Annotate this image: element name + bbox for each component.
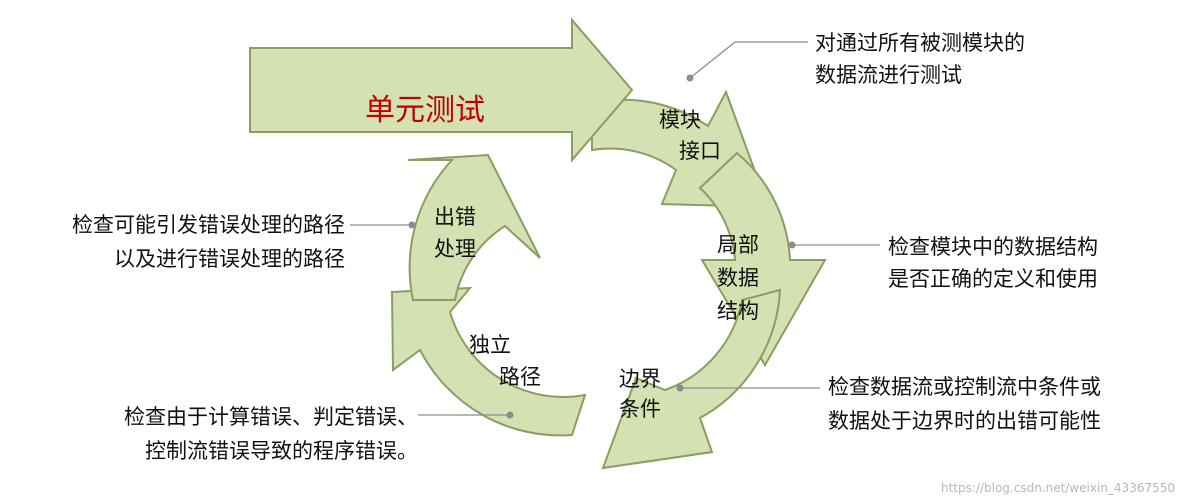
note-error-2: 以及进行错误处理的路径 [114,247,345,271]
note-module-interface-2: 数据流进行测试 [815,63,962,87]
watermark: https://blog.csdn.net/weixin_43367550 [941,481,1175,495]
note-independent-2: 控制流错误导致的程序错误。 [145,439,418,463]
leader-dot-boundary [676,384,684,392]
note-boundary-2: 数据处于边界时的出错可能性 [828,409,1101,433]
note-independent-1: 检查由于计算错误、判定错误、 [124,405,418,429]
note-error-1: 检查可能引发错误处理的路径 [72,213,345,237]
leader-dot-error [408,221,416,229]
leader-dot-independent [506,411,514,419]
unit-test-entry-arrow [249,17,634,163]
segment-labels: 模块 接口 局部 数据 结构 边界 条件 独立 路径 出错 处理 [434,108,759,421]
label-local-data-3: 结构 [717,299,759,323]
annotations: 对通过所有被测模块的 数据流进行测试 检查模块中的数据结构 是否正确的定义和使用… [72,31,1101,463]
label-error-2: 处理 [434,237,476,261]
leader-dot-module-interface [686,74,694,82]
label-local-data-2: 数据 [717,266,759,290]
segment-boundary-arrow [601,288,782,470]
note-local-data-2: 是否正确的定义和使用 [888,267,1098,291]
label-local-data-1: 局部 [717,233,759,257]
leader-dot-local-data [788,241,796,249]
segment-local-data-arrow [698,151,827,367]
label-boundary-1: 边界 [619,367,661,391]
label-independent-1: 独立 [469,333,511,357]
note-module-interface-1: 对通过所有被测模块的 [815,31,1025,55]
cycle-arrows [390,89,827,470]
label-independent-2: 路径 [499,365,541,389]
segment-independent-arrow [390,286,587,437]
diagram-title: 单元测试 [365,93,485,128]
leader-lines [350,41,880,419]
label-module-interface-2: 接口 [679,139,721,163]
note-boundary-1: 检查数据流或控制流中条件或 [828,375,1101,399]
label-error-1: 出错 [434,205,476,229]
note-local-data-1: 检查模块中的数据结构 [888,235,1098,259]
segment-error-arrow [407,153,541,301]
label-boundary-2: 条件 [619,397,661,421]
leader-module-interface [689,41,808,79]
label-module-interface-1: 模块 [659,108,701,132]
